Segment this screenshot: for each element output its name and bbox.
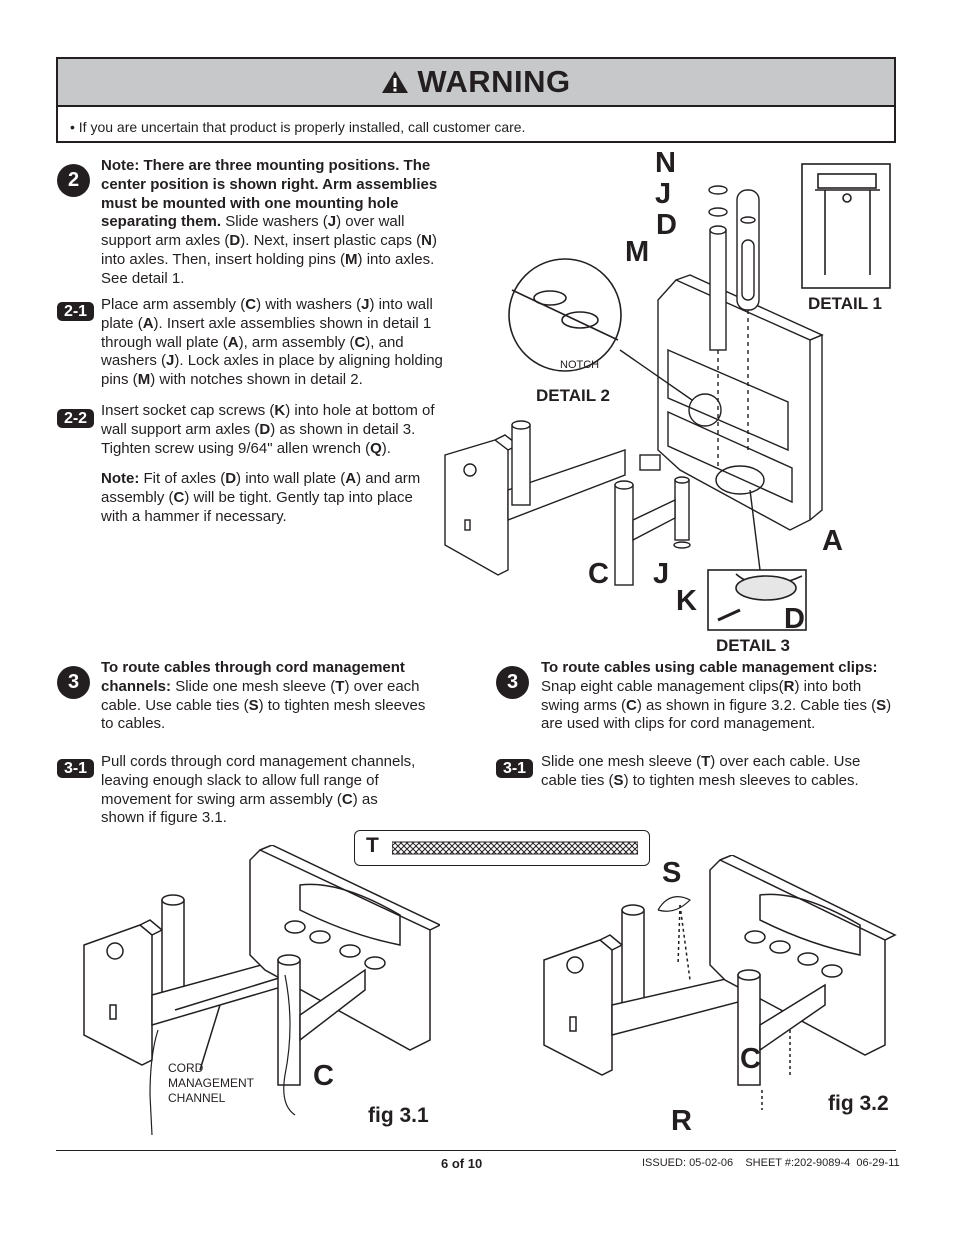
label-M: M <box>625 236 650 268</box>
label-J-2: J <box>653 558 670 590</box>
fig32-label-R: R <box>671 1105 692 1137</box>
label-K: K <box>676 585 697 617</box>
step-2-text: Note: There are three mounting positions… <box>101 157 438 287</box>
footer-rule <box>56 1150 896 1151</box>
fig-3-1-caption: fig 3.1 <box>368 1104 429 1127</box>
fig-3-2-caption: fig 3.2 <box>828 1092 889 1115</box>
assembly-diagram <box>444 163 891 631</box>
label-C: C <box>588 558 609 590</box>
page-number: 6 of 10 <box>441 1156 483 1171</box>
step-badge-2: 2 <box>57 164 90 197</box>
step-badge-3-right: 3 <box>496 666 529 699</box>
step-badge-3-1-right: 3-1 <box>496 759 533 778</box>
step-3-right-text: To route cables using cable management c… <box>541 659 892 733</box>
warning-text: • If you are uncertain that product is p… <box>70 119 526 135</box>
warning-title: WARNING <box>417 64 571 99</box>
label-D: D <box>656 209 677 241</box>
step-2-note: Note: There are three mounting positions… <box>101 157 438 231</box>
cord-management-channel-label: CORD MANAGEMENT CHANNEL <box>168 1061 255 1105</box>
mesh-sleeve-image <box>392 841 638 855</box>
step-badge-3-1-left: 3-1 <box>57 759 94 778</box>
figure-3-2-drawing <box>543 855 897 1110</box>
label-T: T <box>366 834 379 857</box>
detail-3-label: DETAIL 3 <box>716 636 790 655</box>
step-badge-3-left: 3 <box>57 666 90 699</box>
step-3-left-text: To route cables through cord management … <box>101 659 426 733</box>
label-D-3: D <box>784 603 805 635</box>
warning-triangle-icon <box>382 71 409 93</box>
issued-info: ISSUED: 05-02-06 SHEET #:202-9089-4 06-2… <box>642 1157 900 1169</box>
step-badge-2-1: 2-1 <box>57 302 94 321</box>
notch-label: NOTCH <box>560 359 600 371</box>
warning-box: WARNING • If you are uncertain that prod… <box>56 57 896 143</box>
step-3-1-left-text: Pull cords through cord management chann… <box>101 753 416 827</box>
step-2-1-text: Place arm assembly (C) with washers (J) … <box>101 296 443 389</box>
warning-header: WARNING <box>58 59 894 107</box>
fig31-label-C: C <box>313 1060 334 1092</box>
label-N: N <box>655 147 676 179</box>
fig32-label-S: S <box>662 857 682 889</box>
label-A: A <box>822 525 843 557</box>
fig32-label-C: C <box>740 1043 761 1075</box>
detail-1-label: DETAIL 1 <box>808 294 882 313</box>
step-badge-2-2: 2-2 <box>57 409 94 428</box>
step-3-1-right-text: Slide one mesh sleeve (T) over each cabl… <box>541 753 861 789</box>
detail-2-label: DETAIL 2 <box>536 386 610 405</box>
figure-3-1-drawing <box>83 845 440 1136</box>
step-2-2-text: Insert socket cap screws (K) into hole a… <box>101 402 435 457</box>
step-2-2-note: Note: Fit of axles (D) into wall plate (… <box>101 470 421 525</box>
label-J: J <box>655 178 672 210</box>
